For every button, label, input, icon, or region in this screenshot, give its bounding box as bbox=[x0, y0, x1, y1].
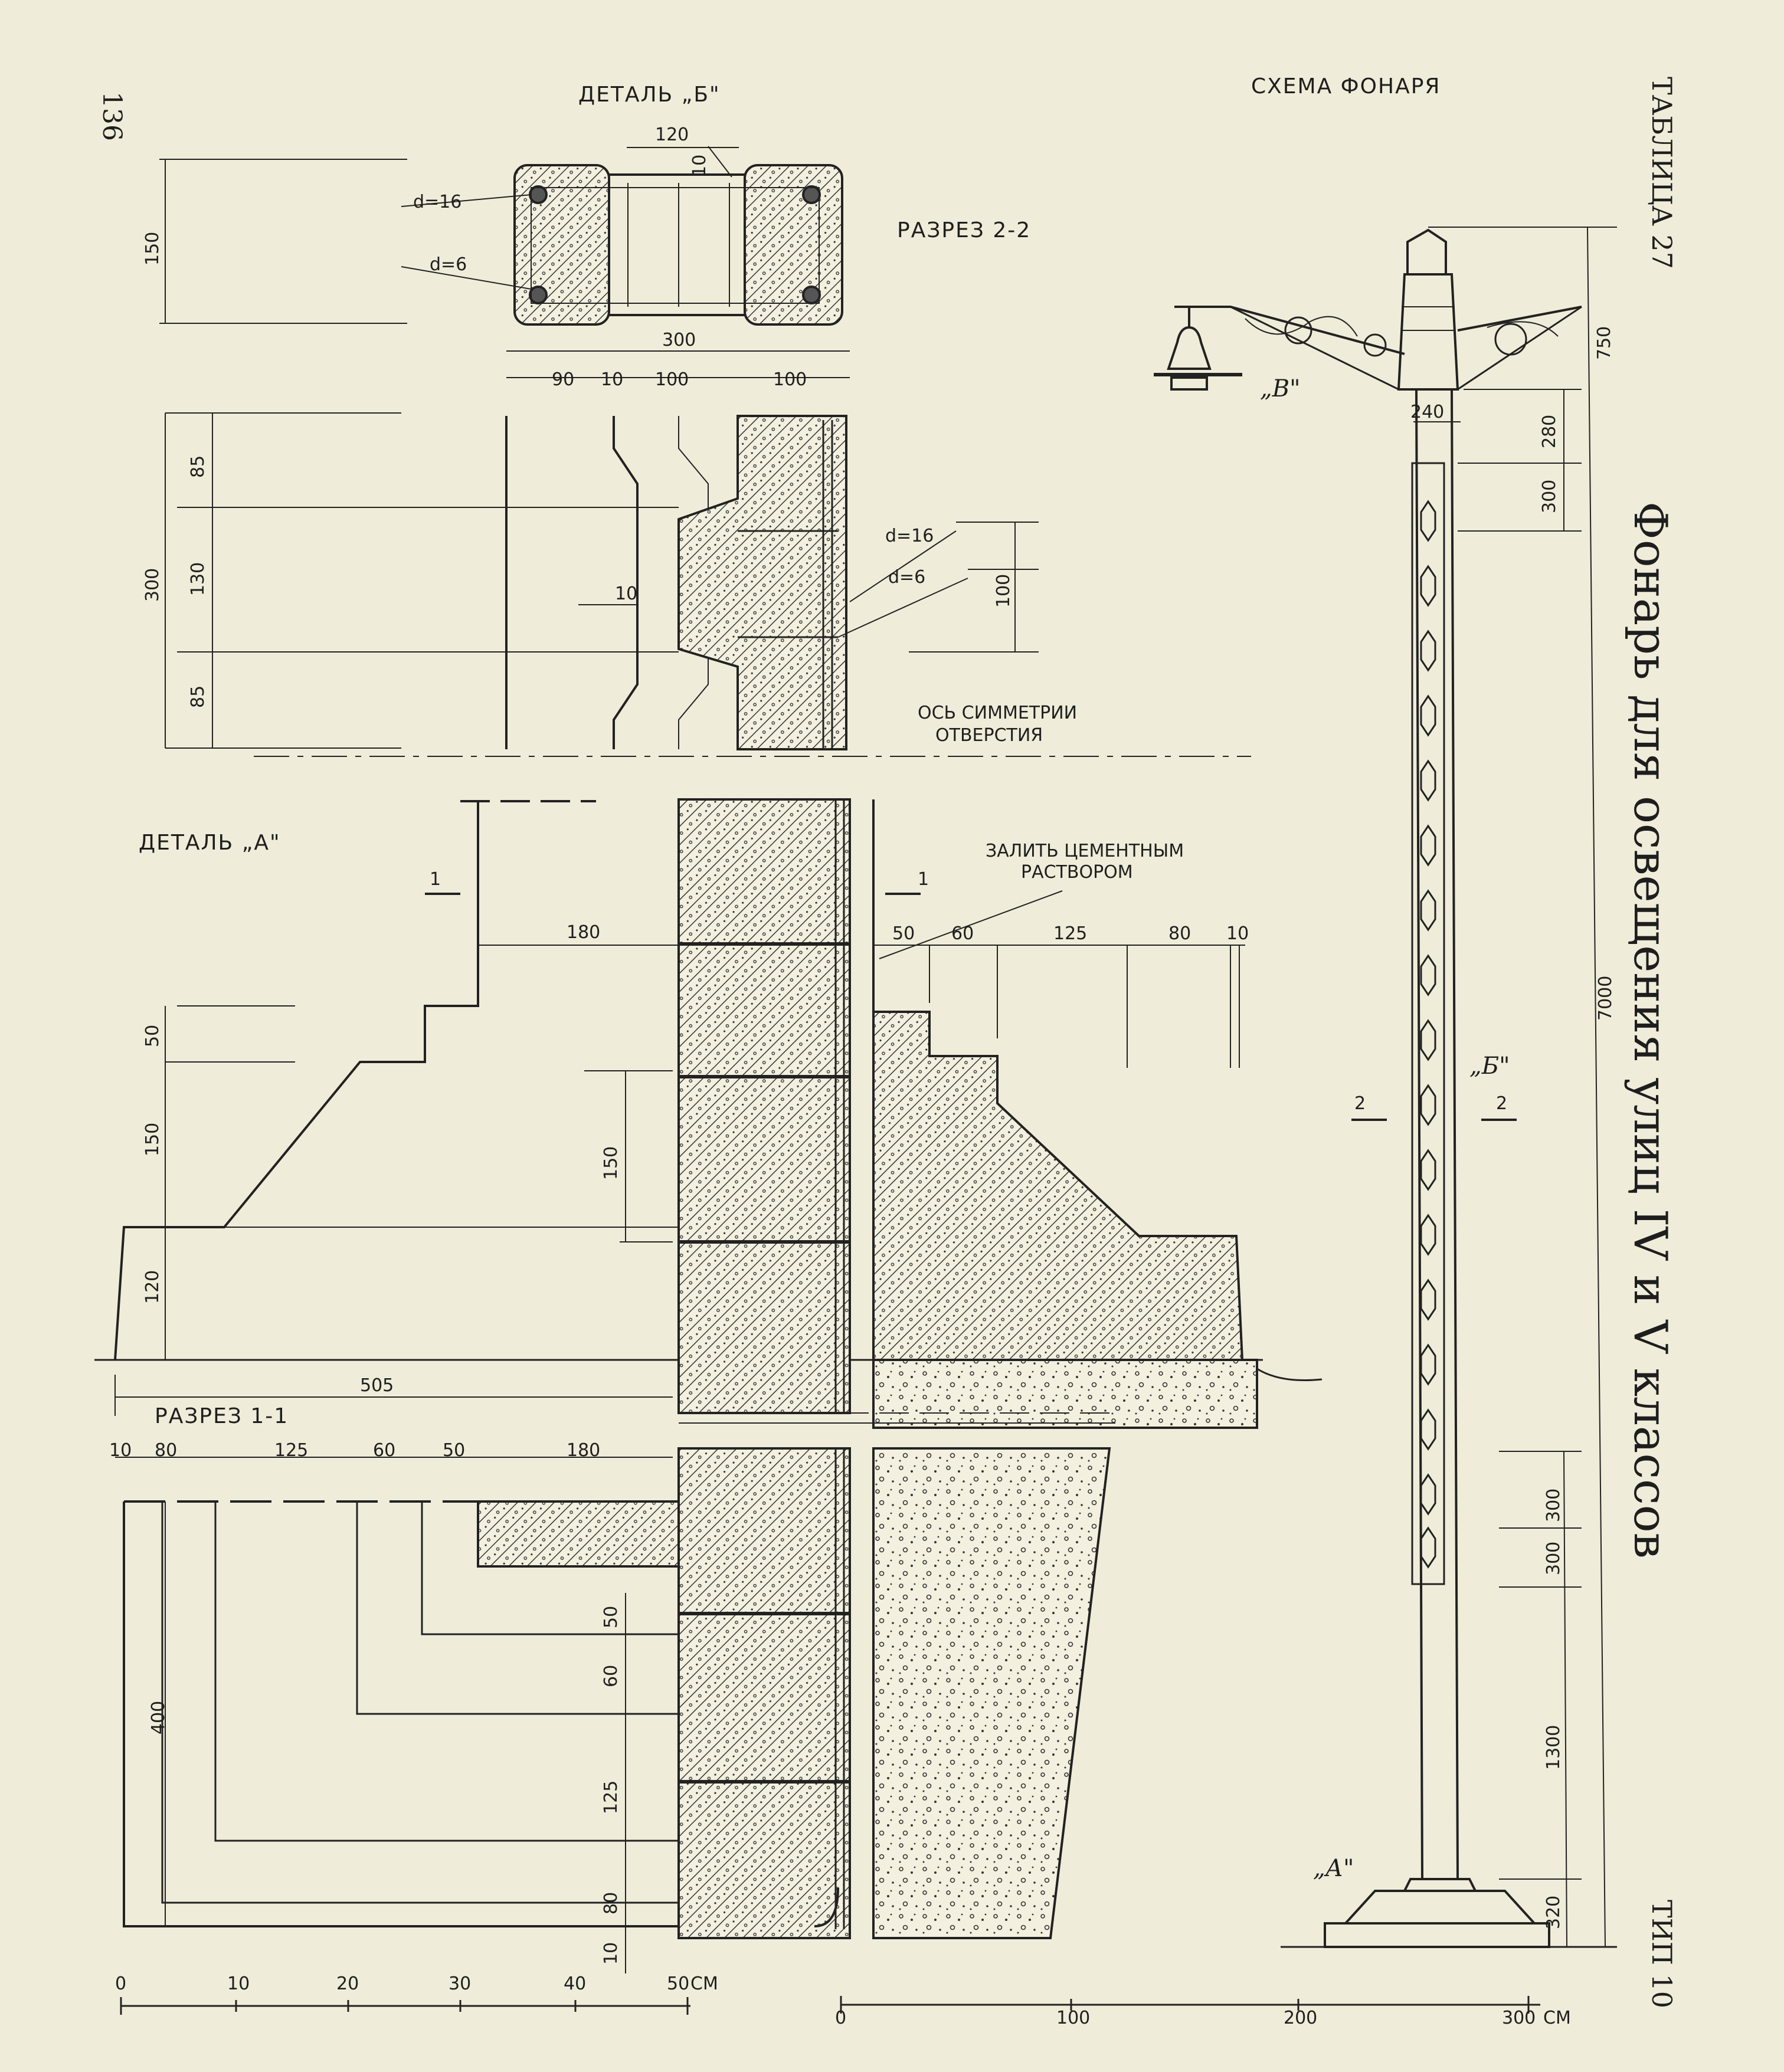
detA-dim-10: 10 bbox=[1226, 923, 1249, 944]
sec22-dim-10b: 10 bbox=[615, 583, 637, 604]
detA-dim-80: 80 bbox=[1168, 923, 1191, 944]
lamp-dim-300: 300 bbox=[1539, 480, 1560, 513]
detA-dim-120v: 120 bbox=[142, 1270, 163, 1304]
detA-dim-505: 505 bbox=[360, 1375, 394, 1396]
label-d6-mid: d=6 bbox=[888, 567, 925, 588]
detail-b-dim-10: 10 bbox=[689, 155, 710, 177]
sec22-dim-300: 300 bbox=[142, 568, 163, 602]
detA-dim-60: 60 bbox=[951, 923, 974, 944]
detail-a-heading: ДЕТАЛЬ „А" bbox=[139, 831, 281, 855]
scale-left-tick-30: 30 bbox=[449, 1973, 471, 1994]
detail-b-dim-120: 120 bbox=[655, 124, 689, 145]
lamp-scheme-heading: СХЕМА ФОНАРЯ bbox=[1251, 74, 1441, 99]
detA-dim-150v: 150 bbox=[142, 1123, 163, 1156]
lamp-dim-240: 240 bbox=[1410, 402, 1444, 422]
sec11-dim-50: 50 bbox=[443, 1440, 465, 1461]
detA-dim-125: 125 bbox=[1053, 923, 1087, 944]
table-number: ТАБЛИЦА 27 bbox=[1646, 77, 1678, 269]
note-axis-symmetry-1: ОСЬ СИММЕТРИИ bbox=[918, 703, 1077, 723]
detA-dim-150c: 150 bbox=[601, 1146, 621, 1180]
detail-b: ДЕТАЛЬ „Б" bbox=[159, 83, 850, 352]
section-1-1-heading: РАЗРЕЗ 1-1 bbox=[155, 1404, 289, 1428]
ref-a-label: „А" bbox=[1313, 1855, 1354, 1882]
scale-right-tick-300: 300 bbox=[1502, 2008, 1536, 2028]
lamp-dim-750: 750 bbox=[1594, 326, 1615, 360]
sec22-dim-100a: 100 bbox=[655, 369, 689, 390]
type-number: ТИП 10 bbox=[1646, 1900, 1678, 2008]
cut-mark-2-left: 2 bbox=[1354, 1093, 1366, 1114]
cut-mark-1-right: 1 bbox=[918, 869, 929, 890]
sec11-dim-10v: 10 bbox=[601, 1942, 621, 1965]
detA-dim-50v: 50 bbox=[142, 1025, 163, 1047]
sec22-dim-130: 130 bbox=[188, 562, 208, 596]
sec11-dim-50v: 50 bbox=[601, 1606, 621, 1628]
section-1-1 bbox=[115, 1447, 1111, 1973]
scale-left-tick-10: 10 bbox=[227, 1973, 250, 1994]
scale-left-tick-0: 0 bbox=[115, 1973, 126, 1994]
scale-right-tick-100: 100 bbox=[1056, 2008, 1090, 2028]
sec11-dim-80: 80 bbox=[155, 1440, 177, 1461]
scale-left-unit: СМ bbox=[690, 1973, 718, 1994]
lamp-dim-280: 280 bbox=[1539, 415, 1560, 448]
sec11-dim-60v: 60 bbox=[601, 1665, 621, 1687]
sec22-dim-90: 90 bbox=[552, 369, 574, 390]
scale-left-tick-40: 40 bbox=[564, 1973, 586, 1994]
sec11-dim-125v: 125 bbox=[601, 1781, 621, 1814]
sec22-dim-100b: 100 bbox=[773, 369, 807, 390]
sec11-dim-180: 180 bbox=[567, 1440, 600, 1461]
sec22-dim-85a: 85 bbox=[188, 455, 208, 478]
scale-left-tick-50: 50 bbox=[667, 1973, 689, 1994]
lamp-dim-320: 320 bbox=[1543, 1896, 1564, 1929]
scale-right-unit: СМ bbox=[1543, 2008, 1571, 2028]
cut-mark-2-right: 2 bbox=[1496, 1093, 1507, 1114]
label-d16-top: d=16 bbox=[413, 192, 461, 212]
sec22-dim-100: 100 bbox=[993, 574, 1014, 608]
detail-b-dim-150: 150 bbox=[142, 232, 163, 265]
note-fill-cement-1: ЗАЛИТЬ ЦЕМЕНТНЫМ bbox=[986, 841, 1184, 861]
scale-right-tick-0: 0 bbox=[835, 2008, 846, 2028]
cut-mark-1-left: 1 bbox=[430, 869, 441, 890]
detail-a bbox=[94, 798, 1323, 1429]
detA-dim-180: 180 bbox=[567, 922, 600, 943]
lamp-post bbox=[1154, 227, 1617, 1948]
section-2-2 bbox=[165, 377, 1251, 757]
sec11-dim-60: 60 bbox=[373, 1440, 395, 1461]
detA-dim-50: 50 bbox=[892, 923, 915, 944]
lamp-dim-300a: 300 bbox=[1543, 1489, 1564, 1522]
scale-bar-right bbox=[840, 1996, 1540, 2014]
sec22-dim-85b: 85 bbox=[188, 686, 208, 708]
page-number: 136 bbox=[97, 91, 127, 141]
drawing-title: Фонарь для освещения улиц IV и V классов bbox=[1623, 501, 1677, 1559]
sec11-dim-80v: 80 bbox=[601, 1892, 621, 1914]
sec11-dim-125: 125 bbox=[274, 1440, 308, 1461]
ref-v-label: „В" bbox=[1260, 375, 1301, 402]
detail-b-heading: ДЕТАЛЬ „Б" bbox=[578, 83, 721, 107]
scale-right-tick-200: 200 bbox=[1284, 2008, 1317, 2028]
sec22-dim-10: 10 bbox=[601, 369, 623, 390]
section-2-2-heading: РАЗРЕЗ 2-2 bbox=[897, 218, 1031, 242]
label-d16-mid: d=16 bbox=[885, 526, 934, 546]
ref-b-label: „Б" bbox=[1469, 1053, 1510, 1080]
detail-b-dim-300: 300 bbox=[662, 330, 696, 350]
sec11-dim-400: 400 bbox=[148, 1701, 169, 1735]
note-fill-cement-2: РАСТВОРОМ bbox=[1021, 862, 1133, 883]
scale-bar-left bbox=[120, 1997, 690, 2015]
lamp-dim-7000: 7000 bbox=[1595, 976, 1616, 1021]
note-axis-symmetry-2: ОТВЕРСТИЯ bbox=[935, 725, 1043, 746]
lamp-dim-1300: 1300 bbox=[1543, 1725, 1564, 1770]
sec11-dim-10: 10 bbox=[109, 1440, 132, 1461]
label-d6-top: d=6 bbox=[430, 254, 467, 275]
lamp-dim-300b: 300 bbox=[1543, 1542, 1564, 1575]
scale-left-tick-20: 20 bbox=[336, 1973, 359, 1994]
